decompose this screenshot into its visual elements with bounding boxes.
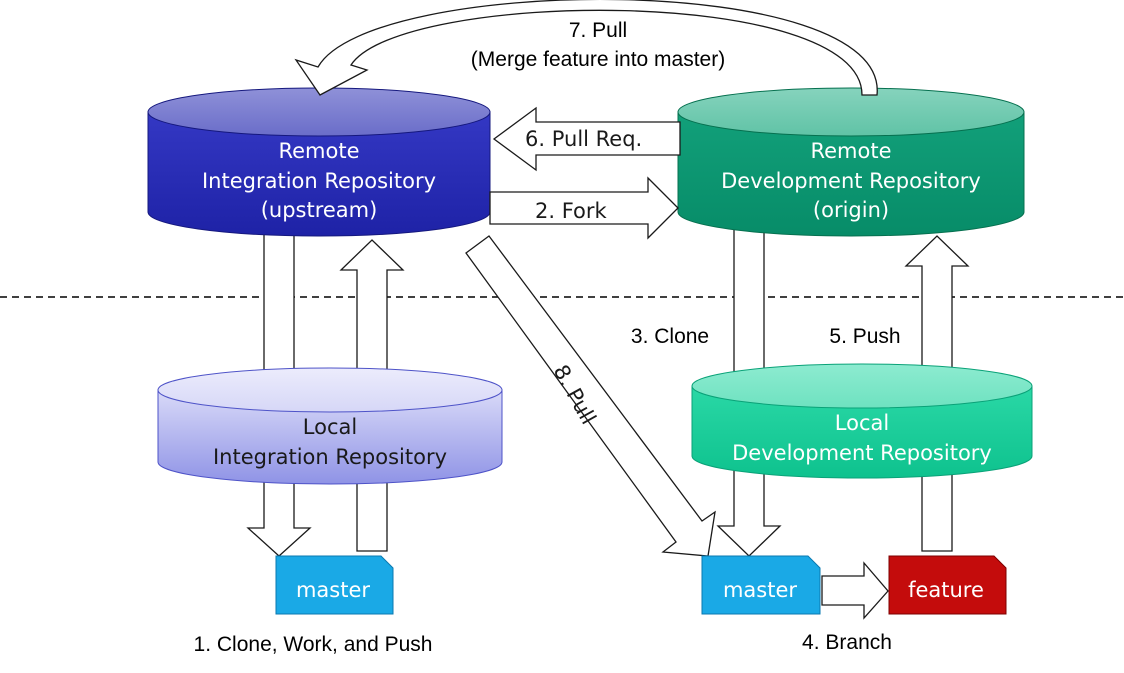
arrow-branch-master-to-feature: [821, 561, 889, 620]
arrow-down-local-development-to-master: [716, 463, 782, 557]
remote-integration-subtitle: Integration Repository: [202, 169, 436, 193]
arrow-pull-upstream-to-master: [465, 235, 716, 557]
local-integration-repository: Local Integration Repository: [157, 367, 503, 485]
pull-merge-sublabel: (Merge feature into master): [471, 48, 725, 71]
pull-request-label: 6. Pull Req.: [525, 127, 642, 151]
fork-label: 2. Fork: [535, 199, 608, 223]
remote-development-repository: Remote Development Repository (origin): [677, 87, 1025, 237]
arrow-pull-request: [492, 106, 681, 172]
remote-integration-title: Remote: [278, 139, 359, 163]
remote-development-subtitle: Development Repository: [721, 169, 981, 193]
clone-label: 3. Clone: [631, 325, 709, 348]
clone-work-push-label: 1. Clone, Work, and Push: [194, 633, 433, 656]
remote-integration-repository: Remote Integration Repository (upstream): [147, 87, 491, 237]
arrow-up-feature-to-local-development: [921, 469, 953, 552]
local-development-title: Local: [835, 411, 889, 435]
feature-branch: feature: [888, 555, 1007, 615]
arrow-fork: [489, 176, 679, 240]
local-integration-subtitle: Integration Repository: [213, 445, 447, 469]
arrow-pull-merge-feature: [294, 0, 878, 96]
remote-development-title: Remote: [810, 139, 891, 163]
remote-integration-alias: (upstream): [261, 198, 378, 222]
master-branch-left: master: [275, 555, 394, 615]
remote-development-alias: (origin): [813, 198, 889, 222]
branch-label: 4. Branch: [802, 631, 892, 654]
master-branch-left-label: master: [296, 578, 370, 602]
push-label: 5. Push: [829, 325, 900, 348]
master-branch-right-label: master: [723, 578, 797, 602]
local-development-repository: Local Development Repository: [691, 363, 1033, 479]
feature-branch-label: feature: [908, 578, 984, 602]
pull-merge-label: 7. Pull: [569, 19, 627, 42]
master-branch-right: master: [701, 555, 821, 615]
local-integration-title: Local: [303, 415, 357, 439]
local-development-subtitle: Development Repository: [732, 441, 992, 465]
arrow-down-origin-to-local-development: [733, 227, 765, 391]
